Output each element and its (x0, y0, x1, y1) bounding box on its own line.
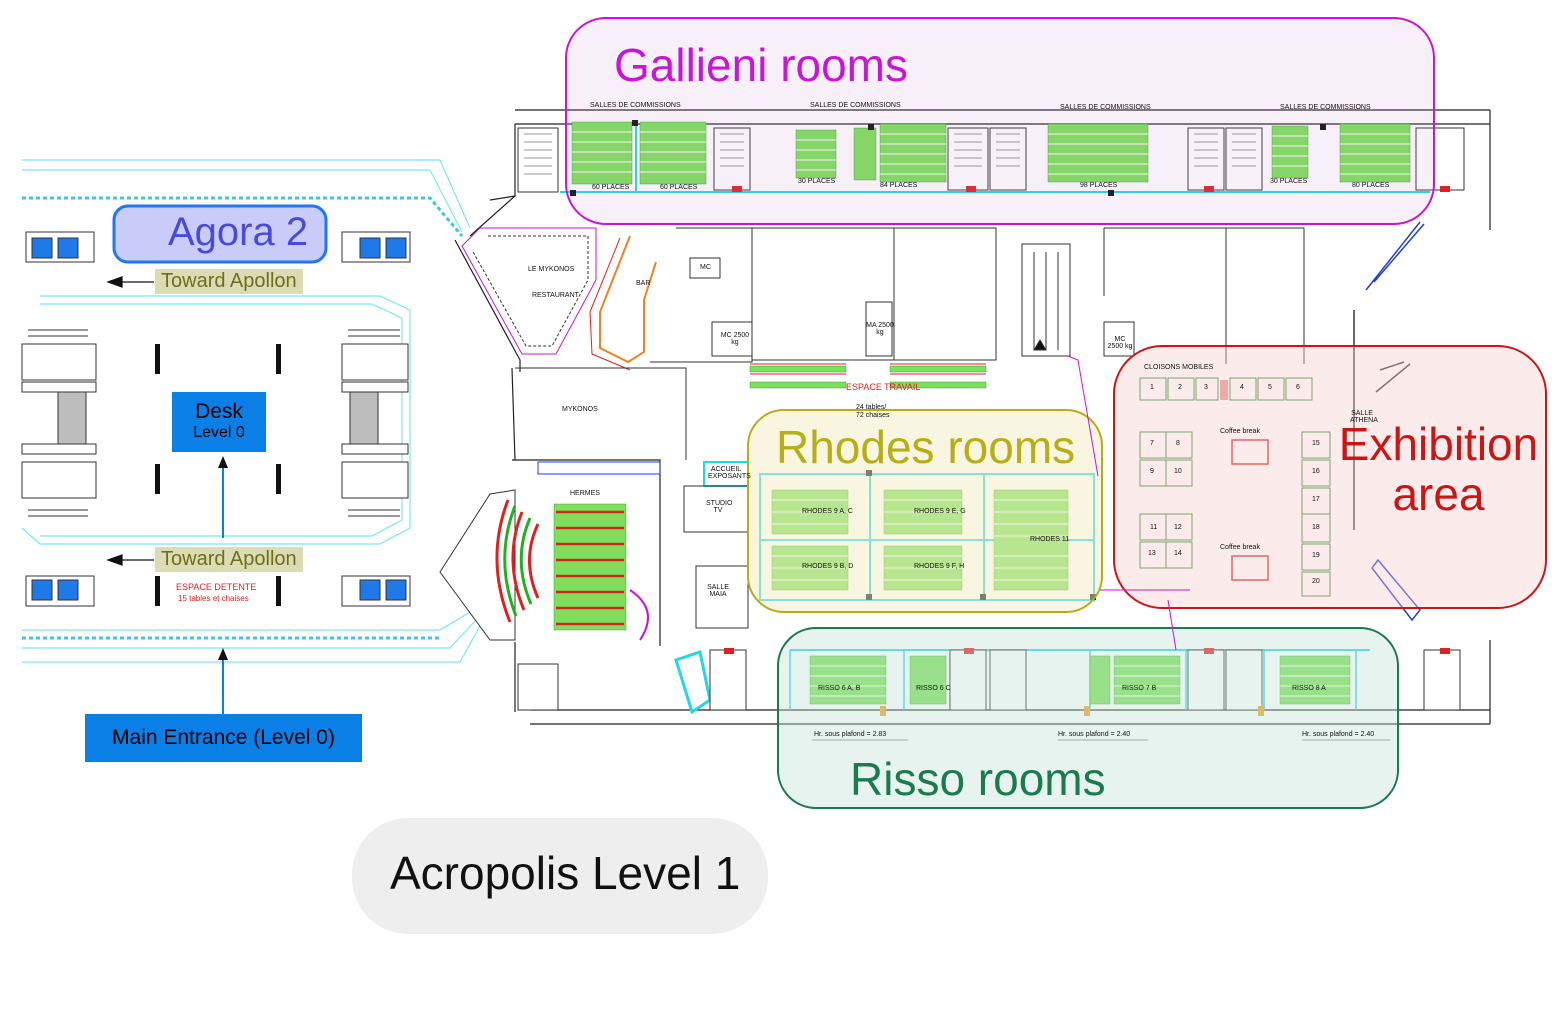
label-espace-travail: ESPACE TRAVAIL (846, 382, 921, 392)
booth-16: 16 (1312, 468, 1320, 475)
label-ma: MA 2500 kg (866, 322, 894, 336)
agora-2-zone[interactable] (112, 204, 328, 264)
direction-arrows (106, 276, 154, 566)
label-mc-1: MC (700, 264, 711, 271)
label-salles-commissions-4: SALLES DE COMMISSIONS (1280, 104, 1371, 111)
label-bar: BAR (636, 280, 651, 287)
agora-dashed-line (22, 196, 464, 640)
booth-11: 11 (1150, 524, 1158, 531)
booth-12: 12 (1174, 524, 1182, 531)
lift-blocks (25, 231, 411, 607)
exhibition-area-zone[interactable] (1113, 345, 1547, 609)
rhodes-rooms-label: Rhodes rooms (776, 421, 1076, 473)
label-salles-commissions-1: SALLES DE COMMISSIONS (590, 102, 681, 109)
booth-19: 19 (1312, 552, 1320, 559)
agora-hall-walls (21, 159, 481, 663)
desk-marker[interactable]: Desk Level 0 (172, 392, 266, 452)
label-places-30a: 30 PLACES (798, 178, 836, 185)
desk-sublabel: Level 0 (193, 424, 245, 441)
label-mc-3: MC 2500 kg (1107, 336, 1133, 350)
label-coffee-break-1: Coffee break (1220, 428, 1260, 435)
blue-pointer-lines (218, 456, 228, 714)
label-mc-2: MC 2500 kg (720, 332, 750, 346)
right-hall (1103, 227, 1305, 364)
label-salles-commissions-2: SALLES DE COMMISSIONS (810, 102, 901, 109)
booth-3: 3 (1204, 384, 1208, 391)
label-salle-maia: SALLE MAIA (707, 584, 729, 598)
gallieni-rooms-plan (517, 120, 1465, 196)
label-risso-6c: RISSO 6 C (916, 685, 951, 692)
booth-6: 6 (1296, 384, 1300, 391)
label-risso-6ab: RISSO 6 A, B (818, 685, 861, 692)
booth-13: 13 (1148, 550, 1156, 557)
main-entrance-marker[interactable]: Main Entrance (Level 0) (85, 714, 362, 762)
risso-rooms-zone[interactable] (777, 627, 1399, 809)
booth-17: 17 (1312, 496, 1320, 503)
label-places-30b: 30 PLACES (1270, 178, 1308, 185)
label-espace-travail-sub2: 72 chaises (856, 412, 890, 419)
booth-4: 4 (1240, 384, 1244, 391)
risso-rooms-plan (517, 648, 1461, 741)
desk-label: Desk (195, 400, 243, 423)
booth-8: 8 (1176, 440, 1180, 447)
booth-5: 5 (1268, 384, 1272, 391)
booth-14: 14 (1174, 550, 1182, 557)
label-restaurant: RESTAURANT (532, 292, 579, 299)
label-rhodes-9fh: RHODES 9 F, H (914, 563, 965, 570)
booth-9: 9 (1150, 468, 1154, 475)
label-places-60a: 60 PLACES (592, 184, 630, 191)
map-title: Acropolis Level 1 (390, 847, 741, 899)
toward-apollon-bottom: Toward Apollon (155, 547, 303, 572)
agora-2-label: Agora 2 (168, 210, 309, 254)
booth-15: 15 (1312, 440, 1320, 447)
label-salle-athena: SALLE ATHENA (1350, 410, 1378, 424)
booth-20: 20 (1312, 578, 1320, 585)
escalators (21, 329, 409, 517)
espace-travail (749, 227, 997, 389)
hermes-auditorium (439, 461, 661, 641)
exhibition-area-label: Exhibition area (1338, 418, 1539, 520)
label-espace-travail-sub1: 24 tables/ (856, 404, 887, 411)
booth-2: 2 (1178, 384, 1182, 391)
label-plafond-1: Hr. sous plafond = 2.83 (814, 731, 887, 738)
connector-lines (1067, 355, 1190, 651)
label-places-84: 84 PLACES (880, 182, 918, 189)
label-salles-commissions-3: SALLES DE COMMISSIONS (1060, 104, 1151, 111)
label-cloisons-mobiles: CLOISONS MOBILES (1144, 364, 1214, 371)
gallieni-rooms-zone[interactable] (565, 17, 1435, 225)
label-studio-tv: STUDIO TV (706, 500, 733, 514)
label-plafond-2: Hr. sous plafond = 2.40 (1058, 731, 1131, 738)
exhibition-plan (1139, 221, 1425, 622)
toward-apollon-top: Toward Apollon (155, 269, 303, 294)
label-accueil: ACCUEIL EXPOSANTS (708, 466, 751, 480)
label-risso-8a: RISSO 8 A (1292, 685, 1326, 692)
booth-10: 10 (1174, 468, 1182, 475)
label-mykonos: MYKONOS (562, 406, 598, 413)
booth-7: 7 (1150, 440, 1154, 447)
label-rhodes-9bd: RHODES 9 B, D (802, 563, 854, 570)
booth-18: 18 (1312, 524, 1320, 531)
label-espace-detente: ESPACE DETENTE (176, 582, 257, 592)
restaurant-area (461, 227, 753, 460)
label-hermes: HERMES (570, 490, 600, 497)
label-places-80: 80 PLACES (1352, 182, 1390, 189)
label-rhodes-9ac: RHODES 9 A, C (802, 508, 853, 515)
acropolis-title-pill (352, 818, 768, 934)
label-places-98: 98 PLACES (1080, 182, 1118, 189)
label-risso-7b: RISSO 7 B (1122, 685, 1157, 692)
label-plafond-3: Hr. sous plafond = 2.40 (1302, 731, 1375, 738)
rhodes-rooms-zone[interactable] (747, 409, 1103, 613)
gallieni-rooms-label: Gallieni rooms (614, 39, 908, 91)
label-rhodes-11: RHODES 11 (1030, 536, 1070, 543)
label-espace-detente-sub: 15 tables et chaises (178, 594, 249, 603)
risso-rooms-label: Risso rooms (850, 753, 1106, 805)
booth-1: 1 (1150, 384, 1154, 391)
label-places-60b: 60 PLACES (660, 184, 698, 191)
label-rhodes-9eg: RHODES 9 E, G (914, 508, 966, 515)
label-le-mykonos: LE MYKONOS (528, 266, 575, 273)
label-coffee-break-2: Coffee break (1220, 544, 1260, 551)
center-escalator (1021, 243, 1071, 357)
